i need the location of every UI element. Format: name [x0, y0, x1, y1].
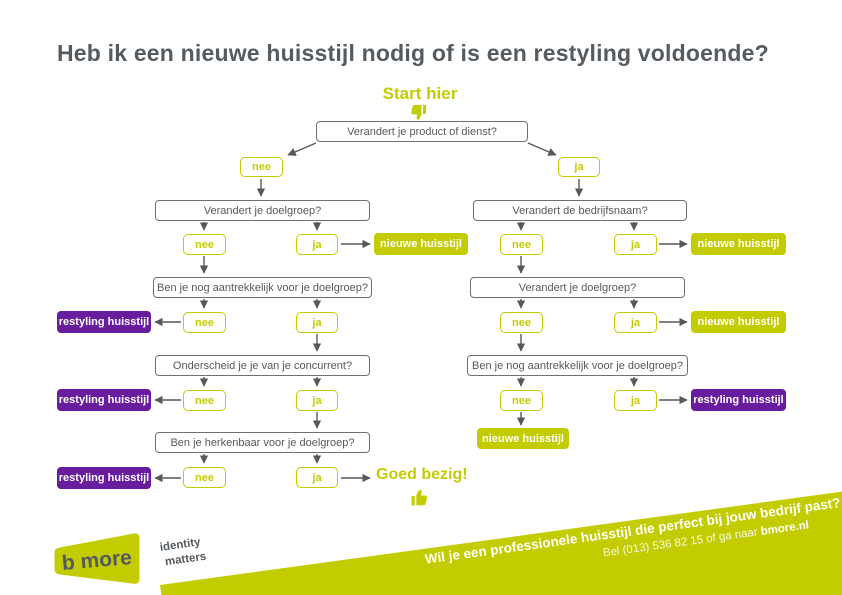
- answer-ja-left-4: ja: [296, 467, 338, 488]
- answer-ja-left-1: ja: [296, 234, 338, 255]
- outcome-restyling-left-1: restyling huisstijl: [57, 311, 151, 333]
- answer-nee-right-2: nee: [500, 312, 543, 333]
- answer-ja-left-3: ja: [296, 390, 338, 411]
- outcome-restyling-left-3: restyling huisstijl: [57, 467, 151, 489]
- answer-nee-left-4: nee: [183, 467, 226, 488]
- page-title: Heb ik een nieuwe huisstijl nodig of is …: [57, 40, 769, 66]
- question-bedrijfsnaam: Verandert de bedrijfsnaam?: [473, 200, 687, 221]
- answer-nee-left-3: nee: [183, 390, 226, 411]
- bmore-logo: b more: [54, 533, 140, 584]
- answer-nee-right-1: nee: [500, 234, 543, 255]
- thumbs-up-icon: [411, 489, 428, 506]
- outcome-restyling-left-2: restyling huisstijl: [57, 389, 151, 411]
- outcome-nieuwe-huisstijl-bottom: nieuwe huisstijl: [477, 428, 569, 449]
- outcome-nieuwe-huisstijl-right-2: nieuwe huisstijl: [691, 311, 786, 333]
- logo-tagline: identity matters: [159, 535, 207, 571]
- logo-shape: [54, 533, 140, 584]
- answer-ja-right-2: ja: [614, 312, 657, 333]
- hand-pointing-down-icon: [411, 105, 426, 120]
- question-left-doelgroep: Verandert je doelgroep?: [155, 200, 370, 221]
- answer-ja-right-3: ja: [614, 390, 657, 411]
- answer-ja-left-2: ja: [296, 312, 338, 333]
- outcome-goed-bezig: Goed bezig!: [376, 466, 468, 483]
- question-product-of-dienst: Verandert je product of dienst?: [316, 121, 528, 142]
- banner-link[interactable]: bmore.nl: [759, 519, 810, 538]
- answer-nee-root: nee: [240, 157, 283, 177]
- question-herkenbaar-doelgroep: Ben je herkenbaar voor je doelgroep?: [155, 432, 370, 453]
- answer-nee-left-2: nee: [183, 312, 226, 333]
- start-label: Start hier: [382, 84, 458, 103]
- outcome-nieuwe-huisstijl-right-1: nieuwe huisstijl: [691, 233, 786, 255]
- question-right-aantrekkelijk: Ben je nog aantrekkelijk voor je doelgro…: [467, 355, 688, 376]
- answer-nee-left-1: nee: [183, 234, 226, 255]
- outcome-restyling-right: restyling huisstijl: [691, 389, 786, 411]
- outcome-nieuwe-huisstijl-left: nieuwe huisstijl: [374, 233, 468, 255]
- answer-ja-root: ja: [558, 157, 600, 177]
- answer-nee-right-3: nee: [500, 390, 543, 411]
- answer-ja-right-1: ja: [614, 234, 657, 255]
- question-onderscheid-concurrent: Onderscheid je je van je concurrent?: [155, 355, 370, 376]
- question-left-aantrekkelijk: Ben je nog aantrekkelijk voor je doelgro…: [153, 277, 372, 298]
- question-right-doelgroep: Verandert je doelgroep?: [470, 277, 685, 298]
